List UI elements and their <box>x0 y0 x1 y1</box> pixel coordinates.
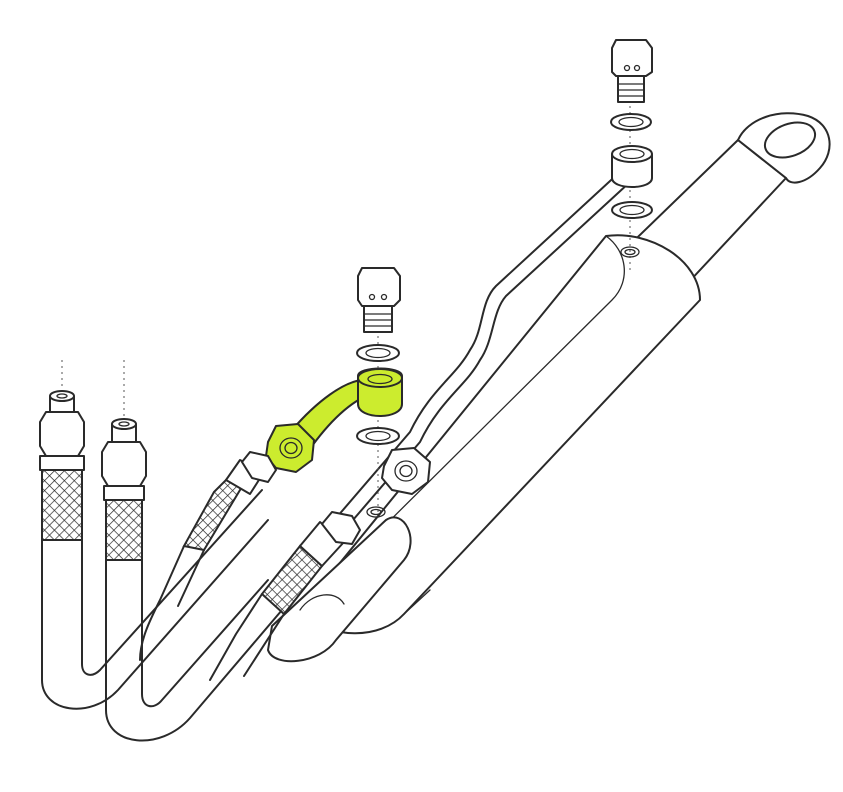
middle-port <box>366 506 386 518</box>
upper-port <box>620 246 640 258</box>
hose-lower-hex <box>321 511 361 545</box>
rigid-tube <box>299 169 631 571</box>
middle-banjo-bolt <box>357 267 401 307</box>
hose-left-braid <box>41 469 83 541</box>
flexible-hose-lower-segment <box>209 511 361 681</box>
upper-washer-2 <box>611 201 653 219</box>
upper-banjo-bolt <box>611 39 653 77</box>
banjo-fitting-elbow[interactable] <box>265 367 403 473</box>
flexible-hose-upper-segment <box>139 451 277 661</box>
cylinder-mount-tab <box>267 516 412 663</box>
upper-bolt-shank <box>617 75 645 103</box>
rod-eye-hole <box>763 121 817 159</box>
hex-nut <box>381 447 431 495</box>
hose-right-braid <box>105 499 143 561</box>
middle-washer-1 <box>356 344 400 362</box>
middle-bolt-shank <box>363 305 393 333</box>
hose-right-hex <box>101 441 147 487</box>
middle-washer-2 <box>356 427 400 445</box>
flexible-hose-left <box>39 360 269 710</box>
hydraulic-cylinder <box>267 112 831 663</box>
upper-washer-1 <box>610 113 652 131</box>
hose-upper-hex <box>241 451 277 483</box>
middle-fitting-stack <box>356 267 401 520</box>
hose-left-hex <box>39 411 85 457</box>
upper-fitting-stack <box>610 39 653 270</box>
upper-banjo-ring <box>611 153 653 188</box>
flexible-hose-right <box>101 360 283 742</box>
